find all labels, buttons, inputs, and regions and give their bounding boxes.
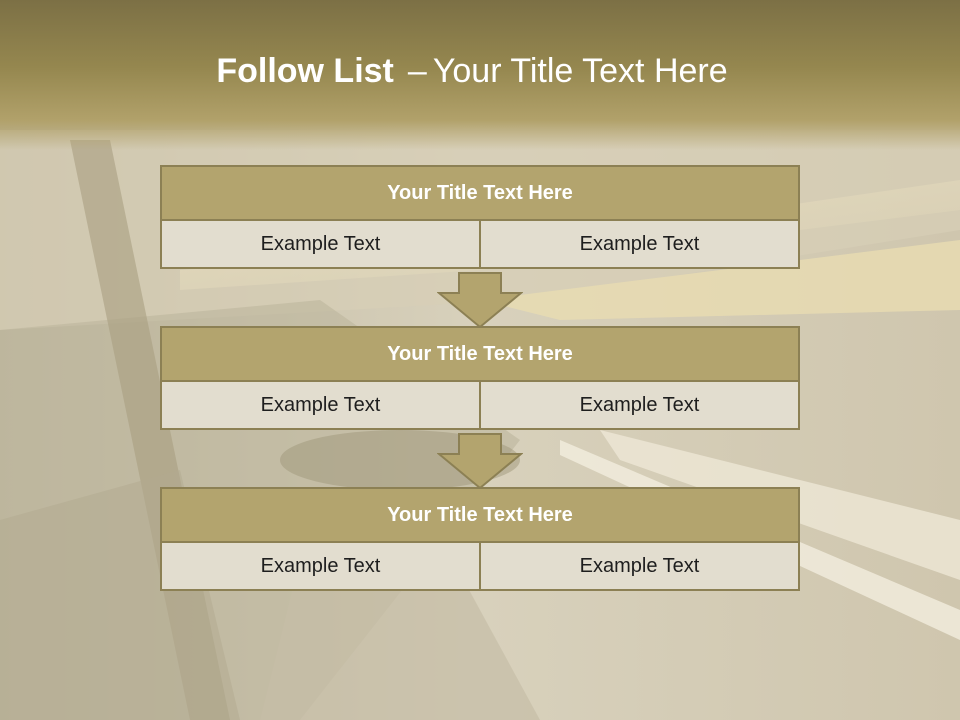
block-cell-left: Example Text <box>160 380 481 430</box>
slide-title-dash: – <box>407 52 427 90</box>
block-title: Your Title Text Here <box>160 487 800 543</box>
down-arrow-icon <box>437 272 523 329</box>
block-cell-right: Example Text <box>479 219 800 269</box>
list-block-1: Your Title Text Here Example Text Exampl… <box>160 165 800 269</box>
block-row: Example Text Example Text <box>160 219 800 269</box>
slide-title: Follow List–Your Title Text Here <box>0 52 944 91</box>
block-cell-right: Example Text <box>479 380 800 430</box>
block-row: Example Text Example Text <box>160 541 800 591</box>
block-cell-left: Example Text <box>160 219 481 269</box>
block-title: Your Title Text Here <box>160 326 800 382</box>
list-block-2: Your Title Text Here Example Text Exampl… <box>160 326 800 430</box>
block-row: Example Text Example Text <box>160 380 800 430</box>
block-cell-right: Example Text <box>479 541 800 591</box>
slide-title-rest: Your Title Text Here <box>432 52 728 90</box>
block-title: Your Title Text Here <box>160 165 800 221</box>
down-arrow-icon <box>437 433 523 490</box>
slide-title-bold: Follow List <box>216 52 394 90</box>
block-cell-left: Example Text <box>160 541 481 591</box>
list-block-3: Your Title Text Here Example Text Exampl… <box>160 487 800 591</box>
title-band <box>0 0 960 150</box>
